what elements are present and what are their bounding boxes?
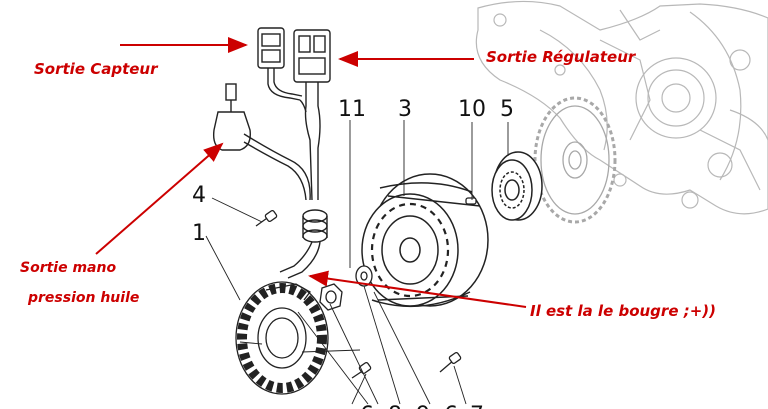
part-number-4: 4 xyxy=(192,183,206,208)
part-number-11: 11 xyxy=(338,97,366,122)
part-number-10: 10 xyxy=(458,97,486,122)
part-number-bottom-1: 6 xyxy=(360,403,374,409)
sprocket-gear xyxy=(533,96,617,224)
engine-casing xyxy=(475,0,768,215)
key-pin xyxy=(465,197,477,205)
annotation-arrows xyxy=(95,37,527,308)
part-number-bottom-5: 7 xyxy=(470,403,484,409)
label-sortie-regulateur: Sortie Régulateur xyxy=(486,48,637,66)
part-number-bottom-2: 8 xyxy=(388,403,402,409)
annotations: Sortie Capteur Sortie Régulateur Sortie … xyxy=(20,48,716,320)
starter-clutch xyxy=(491,151,543,221)
label-sortie-mano-line1: Sortie mano xyxy=(20,260,116,276)
part-number-bottom-4: 6 xyxy=(444,403,458,409)
label-sortie-capteur: Sortie Capteur xyxy=(34,60,159,78)
stator xyxy=(235,281,329,395)
leader-lines xyxy=(205,120,509,405)
arrow-bougre xyxy=(308,270,527,308)
part-number-bottom-3: 9 xyxy=(416,403,430,409)
wiring-harness xyxy=(212,27,331,279)
label-bougre: Il est la le bougre ;+)) xyxy=(530,302,716,320)
nut xyxy=(319,283,343,311)
part-number-5: 5 xyxy=(500,97,514,122)
part-number-1: 1 xyxy=(192,221,206,246)
part-numbers: 11 3 10 5 4 1 6 8 9 6 7 xyxy=(192,97,514,409)
label-sortie-mano-line2: pression huile xyxy=(27,290,139,306)
part-number-3: 3 xyxy=(398,97,412,122)
washer xyxy=(355,265,373,287)
arrow-mano xyxy=(95,142,224,255)
flywheel-rotor xyxy=(361,173,489,308)
bolts xyxy=(255,209,462,379)
